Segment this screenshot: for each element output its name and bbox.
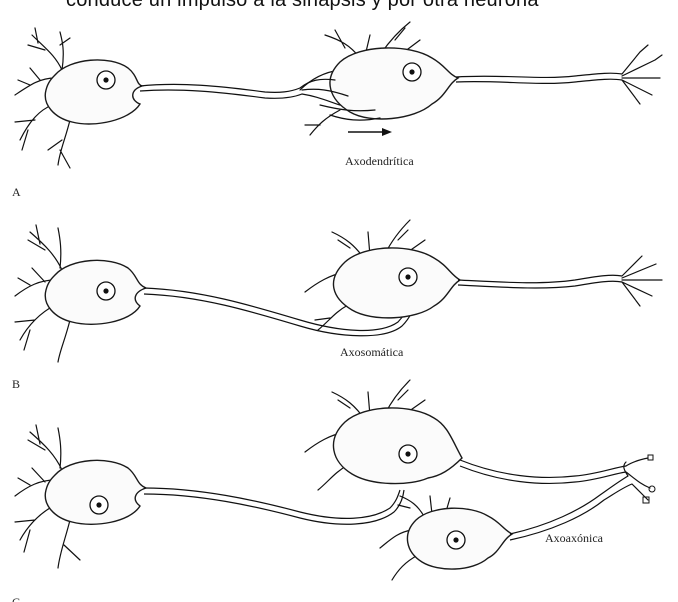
label-axosomatica: Axosomática bbox=[340, 345, 404, 359]
panel-letter-b: B bbox=[12, 377, 20, 391]
panel-b: Axosomática B bbox=[12, 220, 662, 391]
neuron-a-postsynaptic bbox=[300, 22, 662, 135]
axo-axonic-contact bbox=[624, 462, 648, 500]
direction-arrow bbox=[348, 128, 392, 136]
label-axodendritica: Axodendrítica bbox=[345, 154, 414, 168]
neuron-c-upper bbox=[305, 380, 655, 492]
neuron-a-presynaptic bbox=[15, 28, 302, 168]
axon-a2 bbox=[456, 73, 622, 83]
label-axoaxonica: Axoaxónica bbox=[545, 531, 604, 545]
neuron-b-postsynaptic bbox=[305, 220, 662, 330]
axon-end-a2 bbox=[622, 45, 662, 104]
axon-c1 bbox=[144, 488, 404, 524]
soma-c2 bbox=[333, 408, 462, 484]
panel-c: Axoaxónica C bbox=[12, 380, 655, 602]
soma-b2 bbox=[333, 248, 460, 318]
panel-letter-a: A bbox=[12, 185, 21, 199]
axon-a1 bbox=[140, 84, 302, 98]
soma-c1 bbox=[45, 460, 146, 524]
panel-letter-c: C bbox=[12, 595, 20, 602]
axon-b2 bbox=[458, 275, 622, 288]
soma-a2 bbox=[330, 48, 458, 119]
axon-end-b2 bbox=[622, 256, 662, 306]
axon-c2 bbox=[460, 460, 626, 483]
soma-b1 bbox=[45, 260, 146, 324]
soma-a1 bbox=[45, 60, 142, 124]
axon-end-c2 bbox=[626, 458, 650, 488]
panel-a: Axodendrítica A bbox=[12, 22, 662, 199]
